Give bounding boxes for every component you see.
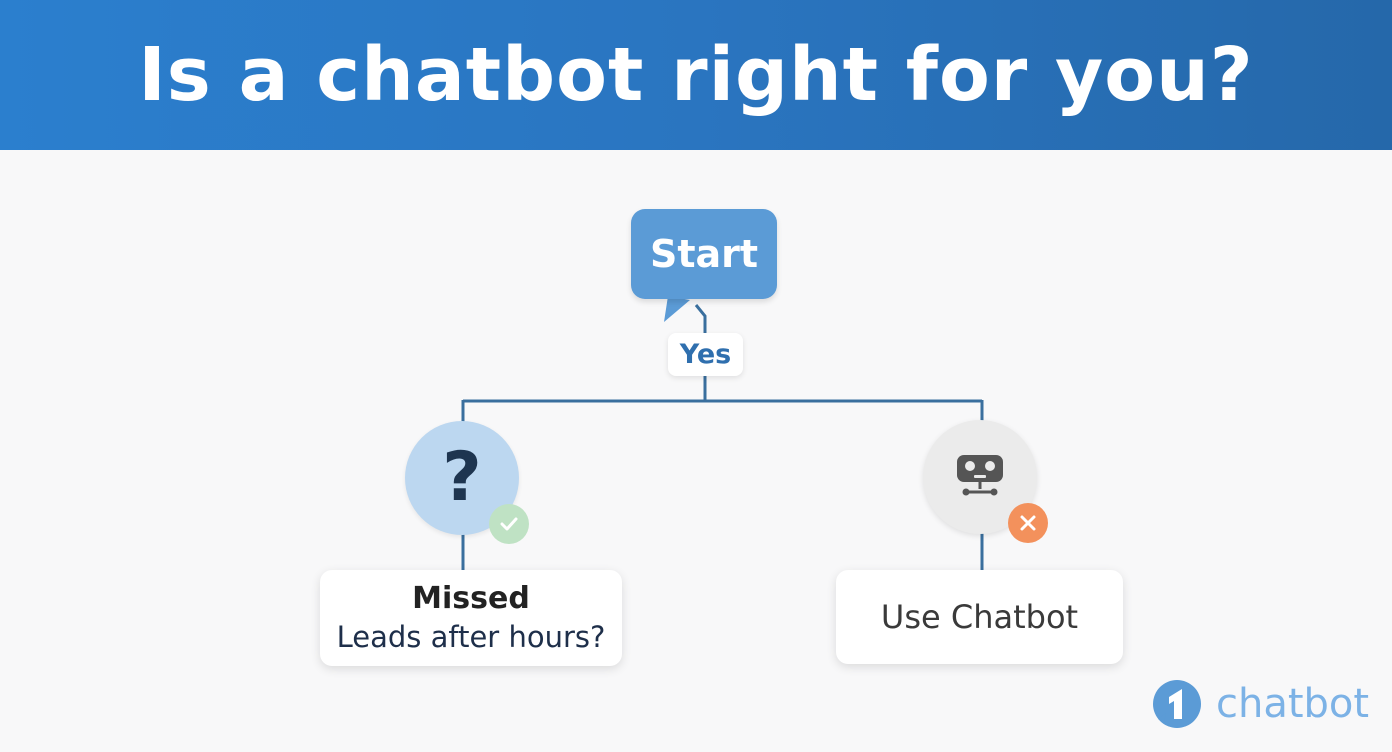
yes-label: Yes: [679, 339, 732, 370]
chatbot-logo-icon: [1153, 680, 1201, 728]
use-chatbot-card: Use Chatbot: [836, 570, 1123, 664]
card-left-line1: Missed: [412, 581, 530, 616]
page-title: Is a chatbot right for you?: [138, 32, 1254, 118]
robot-icon: [957, 455, 1003, 496]
header-banner: Is a chatbot right for you?: [0, 0, 1392, 150]
card-left-line2: Leads after hours?: [336, 620, 606, 654]
missed-leads-card: Missed Leads after hours?: [320, 570, 622, 666]
yes-branch-label: Yes: [668, 333, 743, 376]
card-right-line1: Use Chatbot: [880, 598, 1079, 636]
logo-text: chatbot: [1216, 681, 1370, 727]
start-tail: [664, 296, 690, 322]
start-label: Start: [649, 232, 759, 276]
start-node: Start: [631, 209, 777, 299]
check-icon: [489, 504, 529, 544]
connector-start-to-yes: [694, 304, 707, 335]
question-mark-icon: ?: [442, 438, 482, 517]
close-icon: [1008, 503, 1048, 543]
brand-logo: chatbot: [1152, 679, 1369, 729]
